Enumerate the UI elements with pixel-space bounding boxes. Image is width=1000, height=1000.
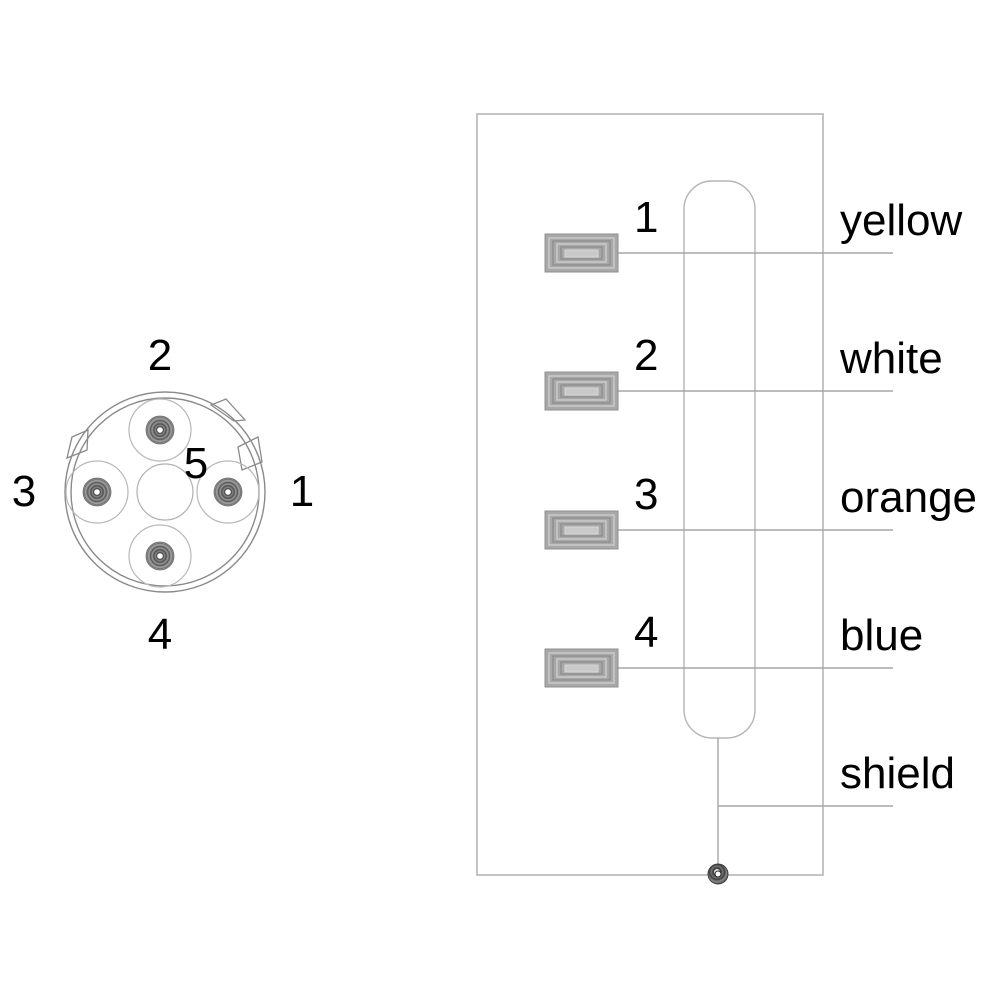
connector-pin-2 [128, 398, 192, 462]
connector-keyway-notches [66, 398, 263, 471]
schematic-pin-number-1: 1 [634, 193, 659, 242]
connector-label-3: 3 [11, 467, 37, 516]
connector-center-bore-5 [136, 463, 194, 521]
connector-label-4: 4 [147, 610, 173, 659]
wire-lines [618, 252, 893, 669]
contact-pad-1 [544, 233, 619, 273]
connector-label-5: 5 [183, 439, 209, 488]
wire-color-label-blue: blue [840, 611, 924, 660]
contact-pad-2 [544, 371, 619, 411]
contact-pad-4 [544, 648, 619, 688]
connector-pin-1 [196, 460, 260, 524]
cable-body [683, 180, 756, 739]
wire-color-label-white: white [840, 334, 943, 383]
connector-pin-3 [65, 460, 129, 524]
schematic-pin-number-3: 3 [634, 470, 659, 519]
schematic-pin-number-4: 4 [634, 608, 659, 657]
wire-color-label-orange: orange [840, 473, 978, 522]
shield-ground-node [707, 863, 729, 885]
connector-label-1: 1 [289, 467, 315, 516]
connector-pin-4 [128, 524, 192, 588]
contact-pad-3 [544, 510, 619, 550]
wire-color-label-yellow: yellow [840, 196, 963, 245]
connector-label-2: 2 [147, 331, 173, 380]
wire-color-label-shield: shield [840, 749, 955, 798]
device-outline [476, 113, 824, 876]
shield-wire [717, 738, 893, 874]
schematic-pin-number-2: 2 [634, 331, 659, 380]
